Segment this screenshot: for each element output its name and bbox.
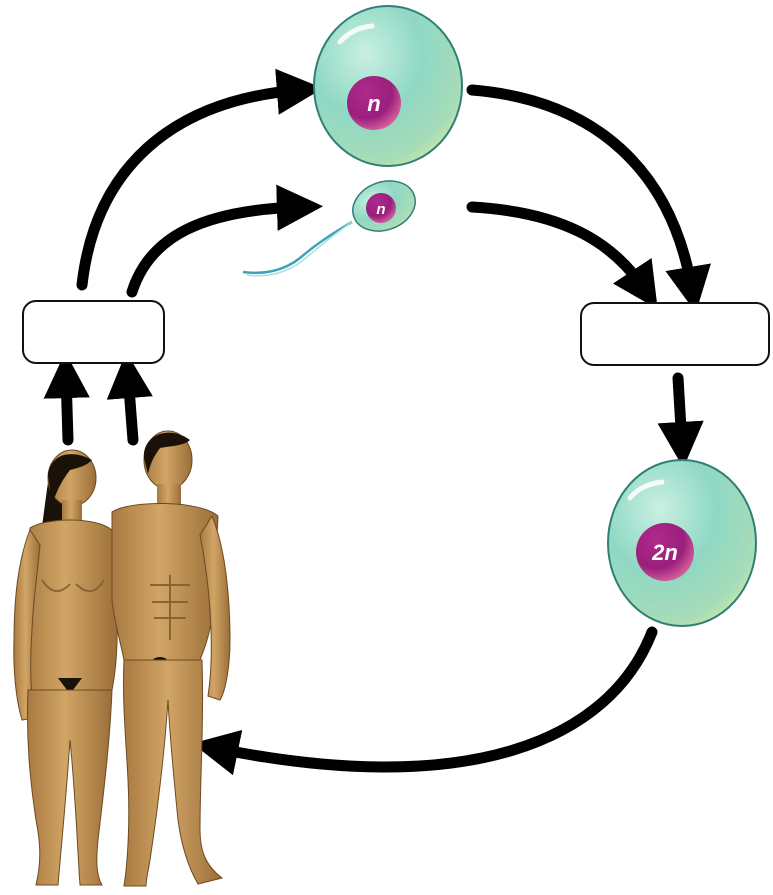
sperm-cell-icon: n <box>243 173 422 276</box>
sperm-ploidy-label: n <box>376 201 385 218</box>
zygote-ploidy-label: 2n <box>651 540 678 565</box>
arrow-female-to-meiosis <box>66 375 68 440</box>
arrow-to-egg <box>82 90 300 285</box>
male-figure-icon <box>112 431 230 886</box>
zygote-cell-icon: 2n <box>608 460 756 626</box>
arrow-sperm-to-fertilization <box>472 207 645 290</box>
arrow-egg-to-fertilization <box>472 90 692 290</box>
arrow-to-sperm <box>132 207 300 292</box>
left-process-label-box <box>22 300 165 364</box>
female-figure-icon <box>14 450 117 885</box>
egg-ploidy-label: n <box>367 91 380 116</box>
arrow-fertilization-to-zygote <box>678 378 682 445</box>
arrow-male-to-meiosis <box>128 375 133 440</box>
egg-cell-icon: n <box>314 6 462 166</box>
right-process-label-box <box>580 302 770 366</box>
arrow-zygote-to-adults <box>215 632 652 767</box>
